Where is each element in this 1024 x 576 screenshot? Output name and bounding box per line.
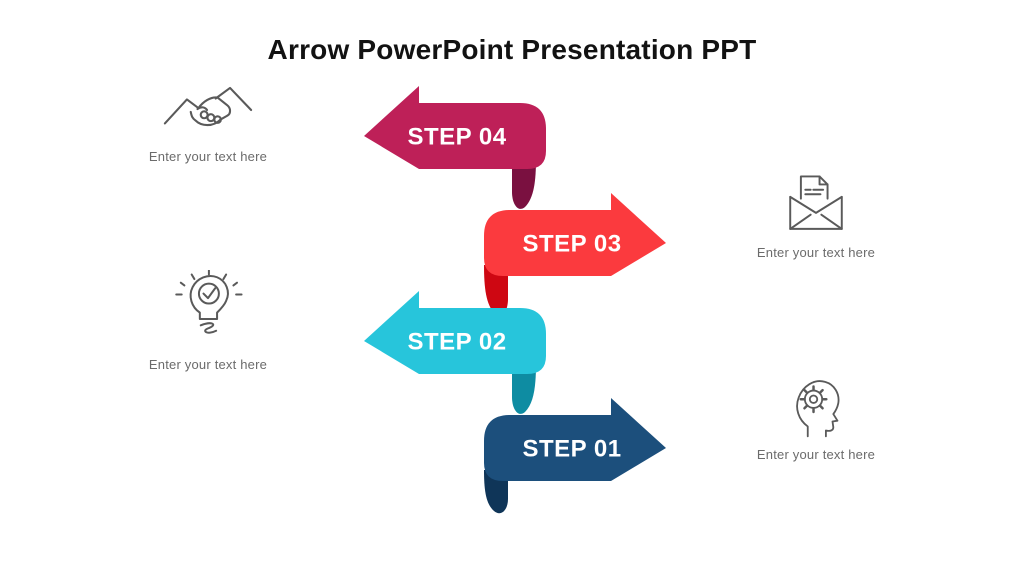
arrow-step-03: STEP 03 <box>484 193 666 316</box>
callout-label: Enter your text here <box>756 245 876 260</box>
arrow-label: STEP 02 <box>407 329 506 356</box>
arrow-fold <box>512 158 536 209</box>
arrow-step-04: STEP 04 <box>364 86 546 209</box>
arrow-body <box>484 193 666 276</box>
arrow-body <box>364 291 546 374</box>
arrow-label: STEP 04 <box>407 124 506 151</box>
arrow-fold <box>484 265 508 316</box>
envelope-letter-icon <box>789 175 843 230</box>
callout-handshake: Enter your text here <box>118 80 298 164</box>
callout-label: Enter your text here <box>756 447 876 462</box>
callout-label: Enter your text here <box>148 149 268 164</box>
head-gear-icon <box>796 380 840 438</box>
handshake-icon <box>163 86 253 127</box>
callout-envelope: Enter your text here <box>726 172 906 260</box>
arrow-label: STEP 01 <box>522 436 621 463</box>
callout-head-gear: Enter your text here <box>726 372 906 462</box>
arrow-body <box>484 398 666 481</box>
lightbulb-check-icon <box>175 270 243 334</box>
arrow-step-01: STEP 01 <box>484 398 666 514</box>
arrow-step-02: STEP 02 <box>364 291 546 414</box>
arrow-fold <box>512 363 536 414</box>
slide-title: Arrow PowerPoint Presentation PPT <box>267 34 757 65</box>
callout-label: Enter your text here <box>148 357 268 372</box>
arrow-body <box>364 86 546 169</box>
arrow-label: STEP 03 <box>522 231 621 258</box>
callout-lightbulb: Enter your text here <box>118 270 298 372</box>
